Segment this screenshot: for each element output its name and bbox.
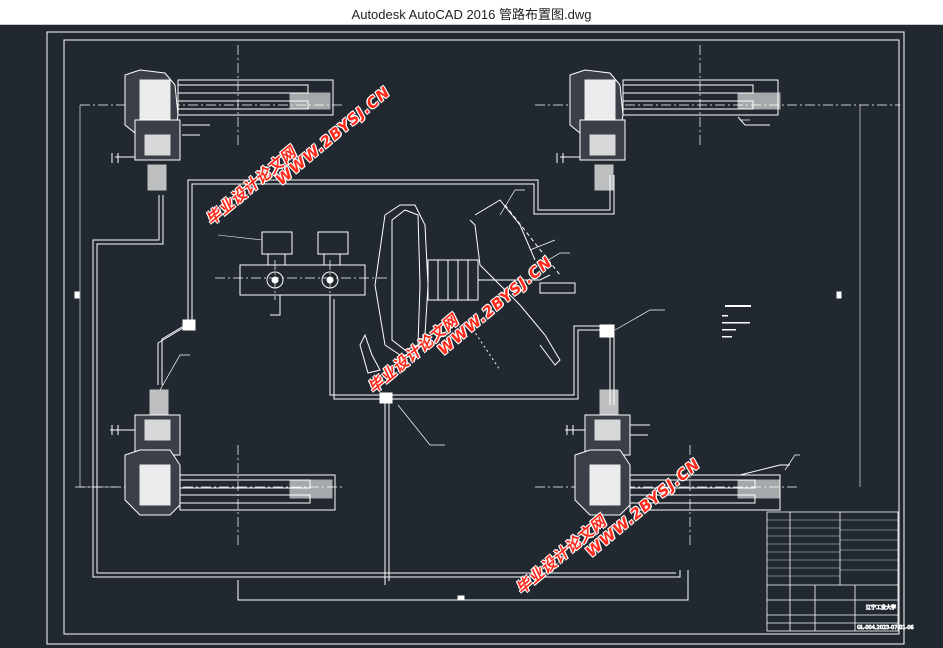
center-lines <box>75 45 900 545</box>
master-cylinder <box>217 231 366 296</box>
center-mark-left <box>74 291 80 299</box>
outer-border <box>46 31 905 645</box>
center-mark-right <box>836 291 842 299</box>
title-block: 辽宁工业大学 GL-004.2023-07-01-06 <box>766 511 914 632</box>
frame-lines <box>79 105 861 488</box>
vacuum-booster <box>359 204 551 374</box>
technical-notes <box>722 305 751 338</box>
window-title: Autodesk AutoCAD 2016 管路布置图.dwg <box>351 7 592 22</box>
tee-connectors <box>182 319 615 404</box>
wheel-brake-top-left <box>111 69 334 191</box>
center-mark-bottom <box>457 595 465 601</box>
brake-pedal <box>469 199 576 371</box>
title-block-drawing-no: GL-004.2023-07-01-06 <box>857 625 914 631</box>
title-block-school: 辽宁工业大学 <box>866 604 896 611</box>
drawing-svg: 辽宁工业大学 GL-004.2023-07-01-06 <box>46 31 914 645</box>
title-bar: Autodesk AutoCAD 2016 管路布置图.dwg <box>0 0 943 25</box>
inner-border <box>63 39 900 635</box>
wheel-brake-bottom-left <box>110 389 336 516</box>
leader-lines <box>159 119 800 471</box>
wheel-brake-bottom-right <box>565 389 790 516</box>
wheel-brake-top-right <box>556 69 781 191</box>
brake-pipes <box>92 175 689 601</box>
drawing-canvas[interactable]: 辽宁工业大学 GL-004.2023-07-01-06 毕业设计论文网 WWW.… <box>0 25 943 648</box>
